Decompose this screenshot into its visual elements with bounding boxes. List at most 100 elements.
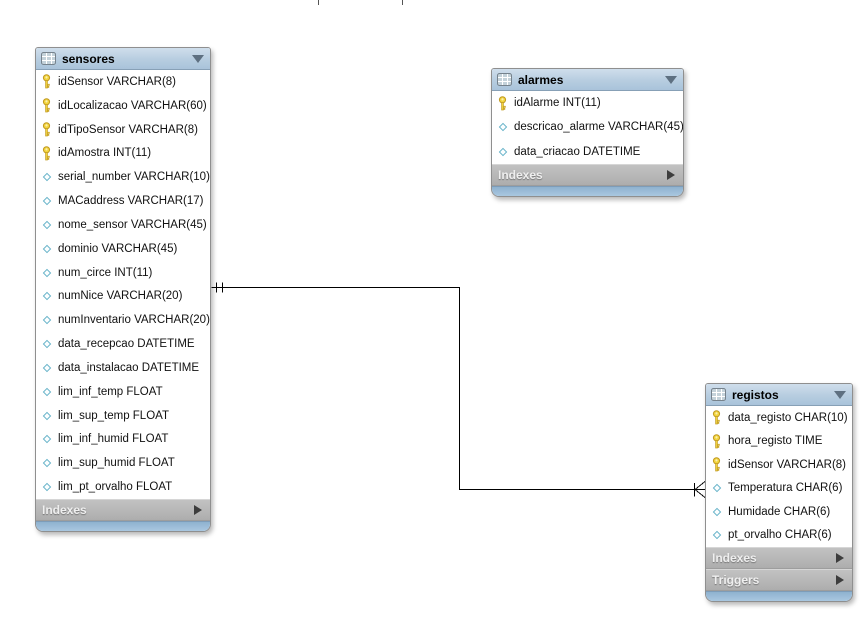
diamond-icon	[42, 339, 51, 349]
column-row[interactable]: hora_registo TIME	[706, 430, 852, 454]
diamond-icon	[42, 292, 51, 301]
section-bar[interactable]: Indexes	[36, 498, 210, 521]
table-sensores[interactable]: sensores idSensor VARCHAR(8)	[35, 47, 211, 532]
key-icon	[712, 433, 721, 449]
column-label: num_circe INT(11)	[58, 266, 153, 279]
column-row[interactable]: lim_sup_humid FLOAT	[36, 451, 210, 475]
section-list: Indexes	[36, 498, 210, 521]
table-alarmes[interactable]: alarmes idAlarme INT(11) descricao_alarm…	[491, 68, 684, 197]
column-label: dominio VARCHAR(45)	[58, 242, 178, 255]
section-bar[interactable]: Triggers	[706, 569, 852, 591]
column-row[interactable]: descricao_alarme VARCHAR(45)	[492, 115, 683, 139]
column-label: MACaddress VARCHAR(17)	[58, 195, 204, 208]
column-label: lim_inf_humid FLOAT	[58, 433, 169, 446]
column-row[interactable]: idAlarme INT(11)	[492, 91, 683, 115]
column-label: idTipoSensor VARCHAR(8)	[58, 123, 198, 136]
diamond-icon	[42, 315, 51, 325]
diamond-icon	[712, 507, 721, 516]
column-list: data_registo CHAR(10) hora_registo TIME	[706, 406, 852, 547]
collapse-arrow-icon[interactable]	[192, 54, 204, 63]
column-row[interactable]: idLocalizacao VARCHAR(60)	[36, 94, 210, 118]
column-row[interactable]: dominio VARCHAR(45)	[36, 237, 210, 261]
section-bar[interactable]: Indexes	[706, 547, 852, 569]
table-title: sensores	[62, 51, 115, 66]
column-row[interactable]: nome_sensor VARCHAR(45)	[36, 213, 210, 237]
diamond-icon	[42, 172, 51, 182]
section-list: Indexes Triggers	[706, 547, 852, 591]
column-label: lim_sup_humid FLOAT	[58, 457, 175, 470]
section-label: Indexes	[498, 167, 543, 182]
table-header[interactable]: sensores	[36, 48, 210, 70]
column-row[interactable]: idSensor VARCHAR(8)	[36, 70, 210, 94]
column-label: serial_number VARCHAR(10)	[58, 171, 210, 184]
column-label: lim_sup_temp FLOAT	[58, 409, 169, 422]
column-label: Temperatura CHAR(6)	[728, 482, 843, 495]
table-icon	[497, 73, 512, 86]
connector-path	[211, 287, 705, 490]
column-row[interactable]: idTipoSensor VARCHAR(8)	[36, 118, 210, 142]
expand-arrow-icon	[836, 575, 844, 585]
clipped-connector-stubs	[318, 0, 403, 5]
expand-arrow-icon	[667, 169, 675, 180]
section-label: Indexes	[42, 502, 87, 517]
column-label: hora_registo TIME	[728, 435, 823, 448]
column-row[interactable]: data_recepcao DATETIME	[36, 332, 210, 356]
column-row[interactable]: idSensor VARCHAR(8)	[706, 453, 852, 477]
column-label: idSensor VARCHAR(8)	[728, 458, 847, 471]
column-label: nome_sensor VARCHAR(45)	[58, 218, 207, 231]
column-label: data_instalacao DATETIME	[58, 361, 200, 374]
column-list: idAlarme INT(11) descricao_alarme VARCHA…	[492, 91, 683, 164]
column-row[interactable]: data_instalacao DATETIME	[36, 356, 210, 380]
table-header[interactable]: alarmes	[492, 69, 683, 91]
column-row[interactable]: lim_inf_temp FLOAT	[36, 380, 210, 404]
table-icon	[711, 388, 726, 401]
diamond-icon	[42, 482, 51, 492]
column-row[interactable]: numNice VARCHAR(20)	[36, 284, 210, 308]
column-label: idAlarme INT(11)	[514, 97, 601, 110]
table-title: alarmes	[518, 72, 564, 87]
crow-foot-prong	[694, 489, 706, 498]
column-label: idSensor VARCHAR(8)	[58, 75, 177, 88]
column-row[interactable]: Temperatura CHAR(6)	[706, 477, 852, 501]
column-label: pt_orvalho CHAR(6)	[728, 529, 832, 542]
column-label: data_criacao DATETIME	[514, 145, 641, 158]
diamond-icon	[42, 196, 51, 206]
section-label: Triggers	[712, 573, 760, 587]
diamond-icon	[498, 123, 507, 132]
key-icon	[42, 122, 51, 137]
column-label: lim_inf_temp FLOAT	[58, 385, 163, 398]
section-list: Indexes	[492, 163, 683, 186]
collapse-arrow-icon[interactable]	[834, 390, 846, 399]
key-icon	[42, 146, 51, 161]
expand-arrow-icon	[194, 504, 202, 515]
key-icon	[712, 410, 721, 425]
collapse-arrow-icon[interactable]	[665, 75, 677, 84]
column-label: numNice VARCHAR(20)	[58, 290, 183, 303]
column-row[interactable]: Humidade CHAR(6)	[706, 500, 852, 524]
column-label: data_recepcao DATETIME	[58, 338, 195, 351]
table-header[interactable]: registos	[706, 384, 852, 406]
diamond-icon	[42, 244, 51, 253]
column-row[interactable]: idAmostra INT(11)	[36, 141, 210, 165]
column-label: lim_pt_orvalho FLOAT	[58, 480, 173, 493]
section-bar[interactable]: Indexes	[492, 163, 683, 186]
column-row[interactable]: MACaddress VARCHAR(17)	[36, 189, 210, 213]
column-row[interactable]: serial_number VARCHAR(10)	[36, 165, 210, 189]
column-label: idLocalizacao VARCHAR(60)	[58, 99, 207, 112]
table-registos[interactable]: registos data_registo CHAR(10)	[705, 383, 853, 602]
column-row[interactable]: pt_orvalho CHAR(6)	[706, 524, 852, 548]
diamond-icon	[498, 147, 507, 156]
diamond-icon	[712, 531, 721, 540]
column-row[interactable]: lim_inf_humid FLOAT	[36, 427, 210, 451]
column-row[interactable]: data_criacao DATETIME	[492, 140, 683, 164]
column-row[interactable]: numInventario VARCHAR(20)	[36, 308, 210, 332]
column-row[interactable]: data_registo CHAR(10)	[706, 406, 852, 430]
column-row[interactable]: lim_pt_orvalho FLOAT	[36, 475, 210, 499]
diamond-icon	[42, 220, 51, 230]
connector-sensores-registos[interactable]	[211, 282, 706, 498]
column-row[interactable]: num_circe INT(11)	[36, 261, 210, 285]
diamond-icon	[712, 484, 721, 493]
table-icon	[41, 52, 56, 65]
column-row[interactable]: lim_sup_temp FLOAT	[36, 404, 210, 428]
